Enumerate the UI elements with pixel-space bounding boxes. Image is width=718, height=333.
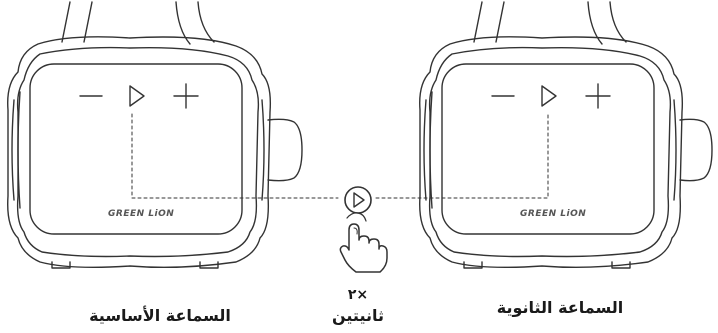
secondary-speaker-shell: [419, 36, 684, 269]
press-duration: ثانيتين: [331, 306, 384, 325]
secondary-speaker-strap: [473, 1, 627, 45]
secondary-play-icon: [541, 85, 557, 107]
primary-speaker-strap: [61, 1, 215, 45]
primary-speaker-face: [29, 63, 243, 235]
secondary-brand-label: GREEN LiON: [520, 209, 586, 219]
press-count: ٢×: [348, 287, 368, 303]
primary-plus-icon: [173, 83, 199, 109]
secondary-speaker-shell-inner: [428, 46, 672, 258]
primary-brand-label: GREEN LiON: [108, 209, 174, 219]
secondary-speaker: GREEN LiON: [375, 1, 713, 269]
secondary-speaker-face: [441, 63, 655, 235]
hand-pointer-icon: [339, 223, 388, 273]
secondary-connector-line: [375, 113, 549, 199]
play-button-icon: [344, 186, 372, 214]
secondary-plus-icon: [585, 83, 611, 109]
primary-connector-line: [131, 113, 339, 199]
primary-speaker-shell-inner: [16, 46, 260, 258]
primary-speaker: GREEN LiON: [7, 1, 339, 269]
primary-speaker-label: السماعة الأساسية: [89, 306, 231, 325]
secondary-speaker-label: السماعة الثانوية: [496, 298, 624, 317]
action-group: ٢×: [339, 186, 388, 303]
primary-speaker-shell: [7, 36, 272, 269]
primary-play-icon: [129, 85, 145, 107]
